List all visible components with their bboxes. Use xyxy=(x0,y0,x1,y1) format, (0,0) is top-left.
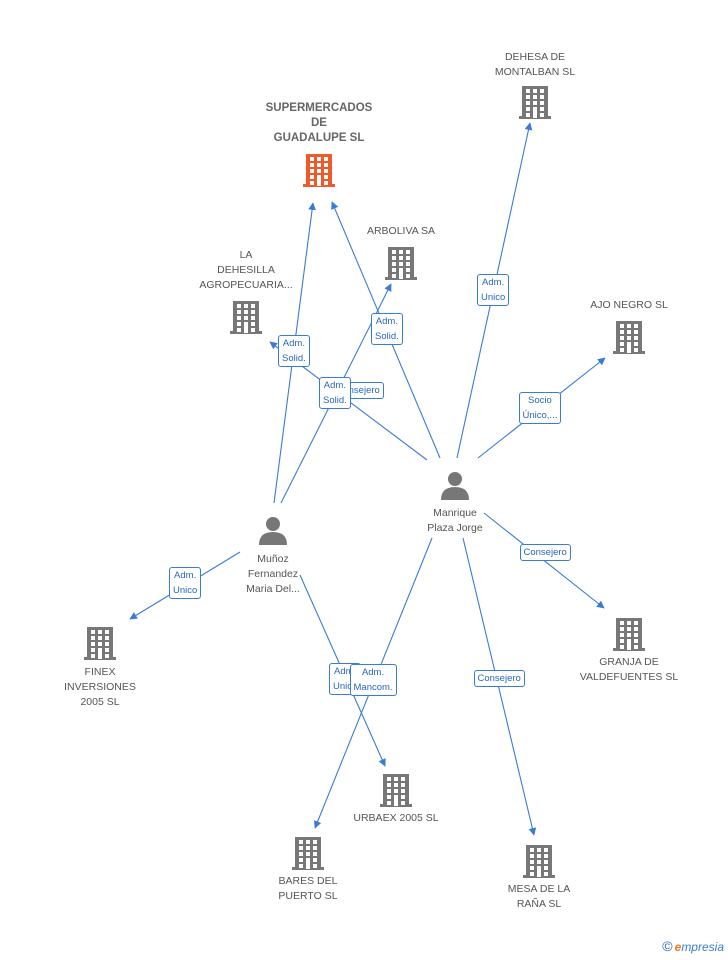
footer-brand[interactable]: ©empresia xyxy=(662,938,724,954)
r-manrique-ajonegro-role-badge[interactable]: Socio Único,... xyxy=(518,392,562,424)
brand-letter: e xyxy=(674,940,682,954)
r-manrique-bares-role-badge[interactable]: Adm. Mancom. xyxy=(349,664,397,696)
finex-label[interactable]: FINEX INVERSIONES 2005 SL xyxy=(64,666,136,708)
r-manrique-mesa-role-badge[interactable]: Consejero xyxy=(473,669,525,687)
granja-label[interactable]: GRANJA DE VALDEFUENTES SL xyxy=(579,656,679,683)
icons-layer xyxy=(84,86,645,878)
manrique-label[interactable]: Manrique Plaza Jorge xyxy=(427,507,483,534)
arboliva-building-icon[interactable] xyxy=(385,247,417,280)
r-manrique-arboliva-role-badge[interactable]: Adm. Solid. xyxy=(371,313,403,345)
dehesa-label[interactable]: DEHESA DE MONTALBAN SL xyxy=(494,51,576,78)
munoz-person-icon[interactable] xyxy=(259,517,287,545)
ladehesilla-building-icon[interactable] xyxy=(230,301,262,334)
manrique-person-icon[interactable] xyxy=(441,472,469,500)
r-munoz-finex-role-badge[interactable]: Adm. Unico xyxy=(169,567,202,599)
bares-building-icon[interactable] xyxy=(292,837,324,870)
ajonegro-label[interactable]: AJO NEGRO SL xyxy=(590,299,668,311)
supermercados-label[interactable]: SUPERMERCADOS DE GUADALUPE SL xyxy=(265,102,373,144)
ajonegro-building-icon[interactable] xyxy=(613,321,645,354)
munoz-label[interactable]: Muñoz Fernandez Maria Del... xyxy=(246,553,300,595)
r-manrique-granja-role-badge[interactable]: Consejero xyxy=(519,543,571,561)
r-munoz-arboliva-role-badge[interactable]: Adm. Solid. xyxy=(319,377,351,409)
dehesa-building-icon[interactable] xyxy=(519,86,551,119)
mesa-building-icon[interactable] xyxy=(523,845,555,878)
r-manrique-mesa-edge xyxy=(462,537,537,836)
r-manrique-dehesa-role-badge[interactable]: Adm. Unico xyxy=(477,274,510,306)
brand-name: mpresia xyxy=(681,940,724,954)
urbaex-building-icon[interactable] xyxy=(380,774,412,807)
ladehesilla-label[interactable]: LA DEHESILLA AGROPECUARIA... xyxy=(199,249,293,291)
r-munoz-super-role-badge[interactable]: Adm. Solid. xyxy=(278,335,310,367)
mesa-label[interactable]: MESA DE LA RAÑA SL xyxy=(507,883,571,910)
r-manrique-granja-edge xyxy=(483,512,605,609)
granja-building-icon[interactable] xyxy=(613,618,645,651)
finex-building-icon[interactable] xyxy=(84,627,116,660)
urbaex-label[interactable]: URBAEX 2005 SL xyxy=(353,812,439,824)
supermercados-building-icon[interactable] xyxy=(303,154,335,187)
copyright-icon: © xyxy=(662,938,673,954)
bares-label[interactable]: BARES DEL PUERTO SL xyxy=(278,875,338,902)
arboliva-label[interactable]: ARBOLIVA SA xyxy=(366,225,436,237)
